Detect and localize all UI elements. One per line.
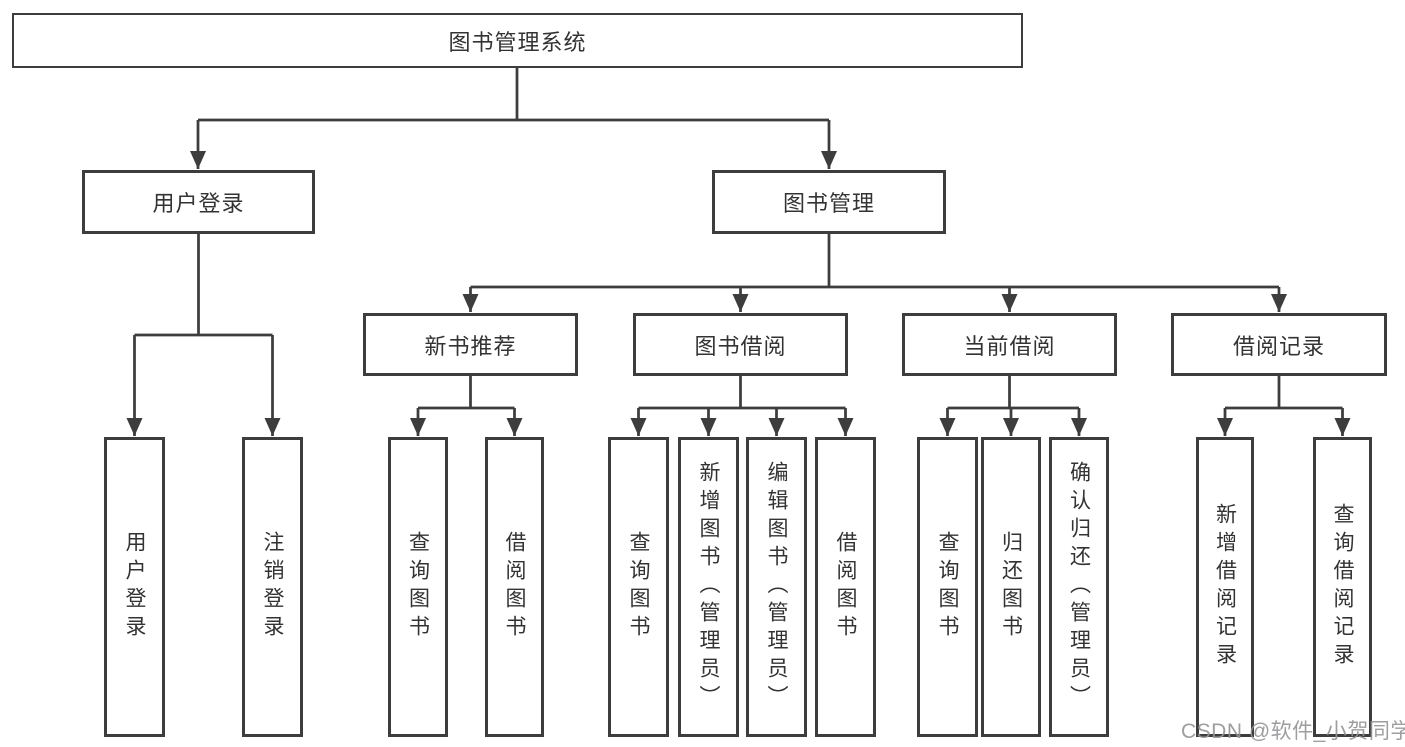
leaf-edit-books-admin-label: 编辑图书（管理员） bbox=[765, 461, 788, 713]
node-system-root-label: 图书管理系统 bbox=[448, 29, 587, 55]
node-new-book-recommend-label: 新书推荐 bbox=[424, 333, 517, 359]
leaf-query-borrow-record: 查询借阅记录 bbox=[1313, 437, 1372, 737]
leaf-confirm-return-admin: 确认归还（管理员） bbox=[1049, 437, 1109, 737]
leaf-borrow-books-2: 借阅图书 bbox=[815, 437, 876, 737]
leaf-return-books-label: 归还图书 bbox=[999, 531, 1023, 643]
leaf-add-books-admin: 新增图书（管理员） bbox=[678, 437, 739, 737]
leaf-query-books-3: 查询图书 bbox=[917, 437, 978, 737]
node-book-management: 图书管理 bbox=[712, 170, 946, 234]
leaf-query-books-2: 查询图书 bbox=[608, 437, 669, 737]
node-current-borrowing-label: 当前借阅 bbox=[963, 333, 1056, 359]
node-borrowing-records: 借阅记录 bbox=[1171, 313, 1387, 376]
leaf-user-login: 用户登录 bbox=[104, 437, 165, 737]
leaf-add-borrow-record: 新增借阅记录 bbox=[1196, 437, 1254, 737]
node-system-root: 图书管理系统 bbox=[12, 13, 1023, 68]
leaf-query-books-2-label: 查询图书 bbox=[627, 531, 650, 643]
leaf-user-login-label: 用户登录 bbox=[123, 531, 146, 643]
leaf-query-books-1-label: 查询图书 bbox=[406, 531, 430, 643]
leaf-borrow-books-2-label: 借阅图书 bbox=[834, 531, 857, 643]
leaf-edit-books-admin: 编辑图书（管理员） bbox=[746, 437, 807, 737]
node-user-login: 用户登录 bbox=[82, 170, 315, 234]
node-book-management-label: 图书管理 bbox=[782, 191, 875, 216]
node-new-book-recommend: 新书推荐 bbox=[363, 313, 578, 376]
leaf-add-books-admin-label: 新增图书（管理员） bbox=[697, 461, 720, 713]
leaf-query-books-3-label: 查询图书 bbox=[936, 531, 959, 643]
node-book-borrowing: 图书借阅 bbox=[633, 313, 848, 376]
leaf-return-books: 归还图书 bbox=[981, 437, 1041, 737]
leaf-borrow-books-1-label: 借阅图书 bbox=[503, 531, 526, 643]
leaf-logout: 注销登录 bbox=[242, 437, 303, 737]
leaf-logout-label: 注销登录 bbox=[261, 531, 284, 643]
csdn-watermark: CSDN @软件_小贺同学 bbox=[1181, 720, 1405, 743]
leaf-confirm-return-admin-label: 确认归还（管理员） bbox=[1067, 461, 1091, 713]
leaf-add-borrow-record-label: 新增借阅记录 bbox=[1213, 503, 1237, 671]
leaf-borrow-books-1: 借阅图书 bbox=[485, 437, 544, 737]
node-borrowing-records-label: 借阅记录 bbox=[1232, 333, 1325, 359]
node-user-login-label: 用户登录 bbox=[152, 191, 245, 216]
leaf-query-books-1: 查询图书 bbox=[388, 437, 448, 737]
leaf-query-borrow-record-label: 查询借阅记录 bbox=[1331, 503, 1354, 671]
node-current-borrowing: 当前借阅 bbox=[902, 313, 1117, 376]
node-book-borrowing-label: 图书借阅 bbox=[694, 333, 787, 359]
